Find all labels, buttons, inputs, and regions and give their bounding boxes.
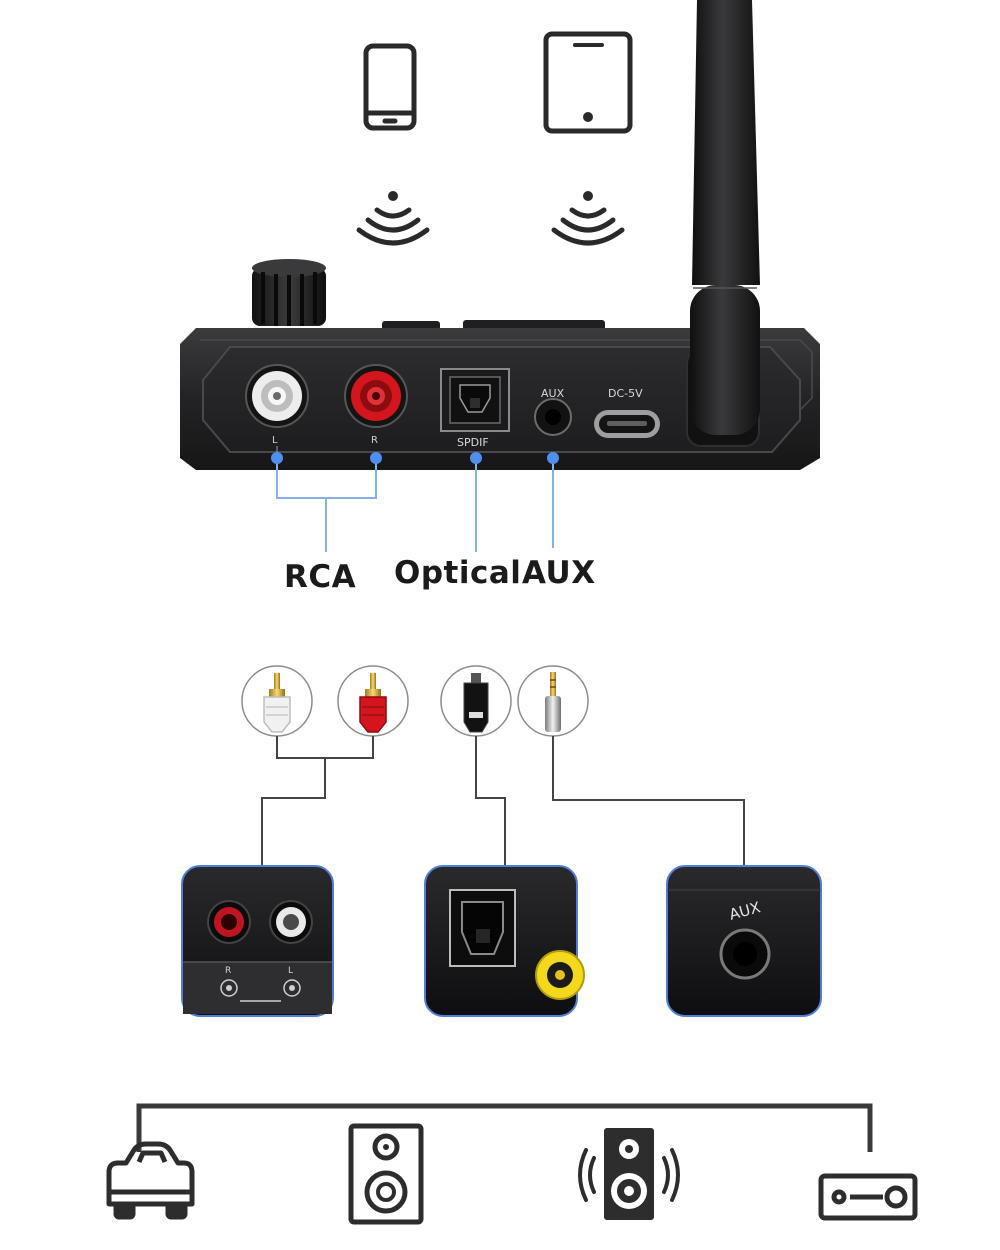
port-label-aux: AUX [541, 387, 565, 400]
rca-red-plug-icon [337, 665, 409, 737]
smartphone-icon [363, 43, 417, 131]
wireless-signal-icon [356, 191, 430, 246]
dc-5v-usb-c-port[interactable] [594, 410, 660, 438]
stereo-receiver-icon [818, 1173, 918, 1221]
spdif-optical-port[interactable] [440, 368, 510, 432]
connector-lines [261, 736, 745, 866]
callout-optical: Optical [394, 555, 522, 591]
callout-dots [271, 452, 559, 464]
callout-rca: RCA [284, 559, 357, 595]
aux-3.5mm-plug-icon [517, 665, 589, 737]
port-label-spdif: SPDIF [457, 436, 489, 449]
callout-lines [276, 458, 554, 552]
rca-white-plug-icon [241, 665, 313, 737]
optical-output-panel [424, 865, 585, 1017]
car-icon [106, 1141, 195, 1220]
aux-output-panel [666, 865, 822, 1017]
volume-knob[interactable] [252, 259, 326, 326]
wireless-signal-icon [551, 191, 625, 246]
output-bracket [136, 1103, 873, 1152]
transmitter-device [180, 259, 820, 470]
subwoofer-speaker-icon [578, 1128, 680, 1220]
antenna [686, 0, 760, 447]
rca-output-panel [181, 865, 334, 1017]
tablet-icon [543, 31, 633, 134]
optical-toslink-plug-icon [440, 665, 512, 737]
rca-right-jack[interactable] [344, 364, 408, 428]
callout-aux: AUX [522, 555, 596, 591]
aux-input-port[interactable] [534, 398, 572, 436]
panel-rca-label-l: L [288, 966, 294, 976]
port-label-left: L [272, 435, 278, 446]
port-label-dc5v: DC-5V [608, 387, 643, 400]
rca-left-jack[interactable] [245, 364, 309, 428]
port-label-right: R [371, 435, 378, 446]
bookshelf-speaker-icon [348, 1123, 424, 1225]
panel-rca-label-r: R [225, 966, 232, 976]
